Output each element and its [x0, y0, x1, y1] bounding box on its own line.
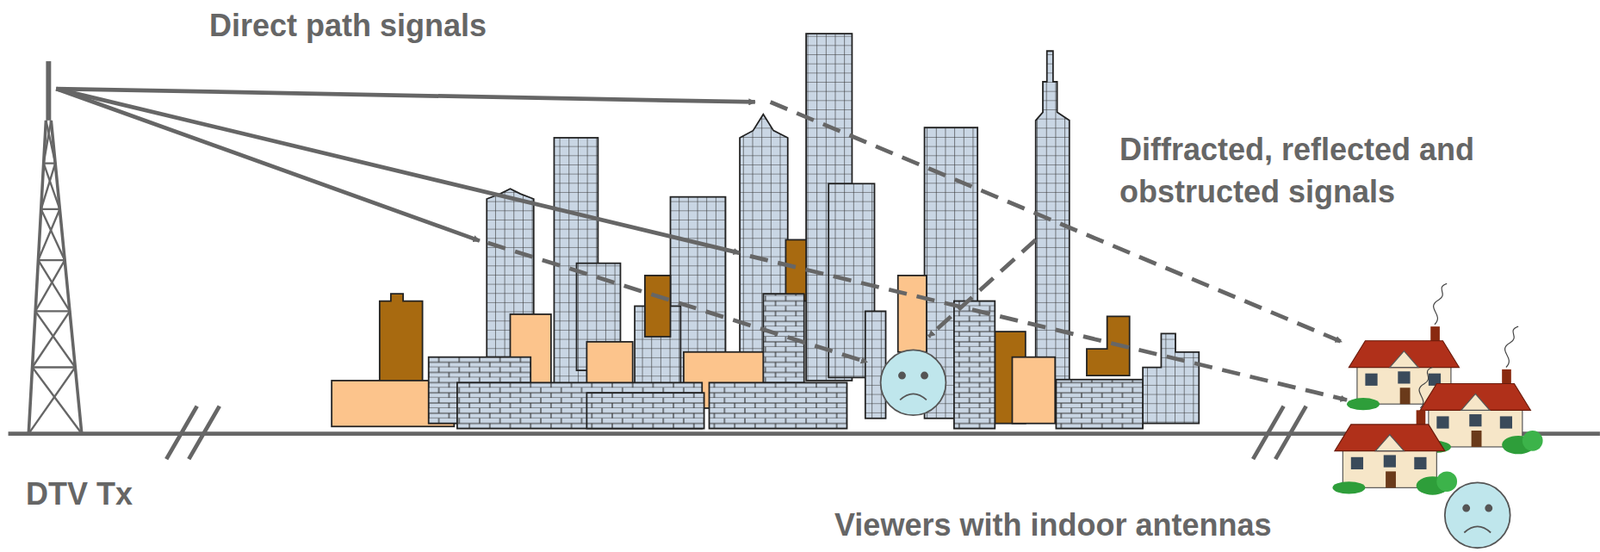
- rect-shape: [954, 301, 995, 429]
- path-shape: [32, 120, 82, 435]
- diffracted-label: Diffracted, reflected and obstructed sig…: [1119, 128, 1568, 213]
- path-shape: [32, 163, 76, 368]
- circle-shape: [880, 349, 947, 416]
- viewers-label: Viewers with indoor antennas: [834, 506, 1317, 545]
- use-shape: [1418, 326, 1544, 454]
- line-shape: [928, 239, 1036, 337]
- rect-shape: [644, 275, 671, 337]
- polygon-shape: [1142, 333, 1199, 423]
- city-skyline: [331, 33, 1199, 429]
- line-shape: [750, 255, 1347, 400]
- line-shape: [55, 88, 740, 254]
- rect-shape: [709, 382, 848, 428]
- line-shape: [487, 242, 868, 363]
- direct-path-label: Direct path signals: [209, 6, 606, 45]
- circle-shape: [921, 372, 928, 379]
- circle-shape: [1485, 504, 1492, 511]
- tv-tower: [28, 61, 82, 434]
- rect-shape: [865, 310, 887, 418]
- polygon-shape: [1035, 50, 1070, 409]
- circle-shape: [1444, 482, 1511, 548]
- transmitter-label: DTV Tx: [25, 475, 199, 514]
- rect-shape: [45, 61, 51, 121]
- use-shape: [1332, 367, 1458, 496]
- rect-shape: [1011, 357, 1055, 424]
- path-shape: [1463, 526, 1491, 533]
- rect-shape: [586, 392, 704, 428]
- line-shape: [55, 88, 480, 242]
- line-shape: [55, 88, 756, 102]
- rect-shape: [898, 275, 927, 353]
- path-shape: [28, 120, 75, 435]
- rect-shape: [1055, 379, 1143, 429]
- path-shape: [28, 120, 82, 435]
- circle-shape: [1463, 504, 1470, 511]
- houses: [1332, 283, 1543, 495]
- path-shape: [899, 393, 927, 400]
- rect-shape: [785, 239, 807, 301]
- circle-shape: [899, 372, 906, 379]
